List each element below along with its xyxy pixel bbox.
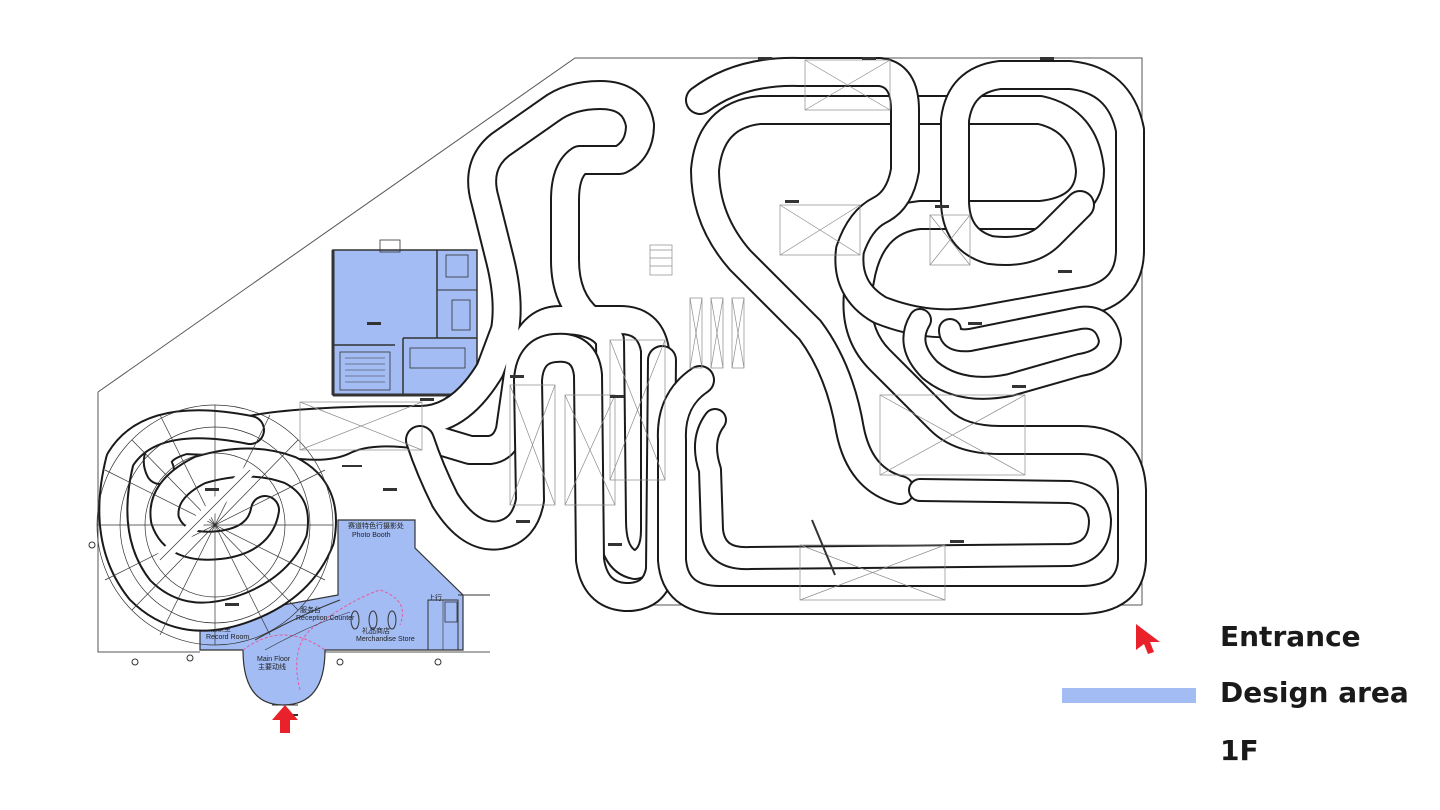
legend-entrance-label: Entrance xyxy=(1220,620,1361,653)
legend-design-area-label: Design area xyxy=(1220,676,1409,709)
main-floor-en: Main Floor xyxy=(257,656,291,663)
blue-bar-swatch xyxy=(1062,688,1196,703)
photo-booth-cn: 赛道特色行摄影处 xyxy=(348,521,404,530)
merch-cn: 礼品商店 xyxy=(362,626,390,635)
room-labels: 赛道特色行摄影处 Photo Booth 服务台 Reception Count… xyxy=(206,521,442,671)
truss-bridges xyxy=(299,59,1026,601)
spiral-ramp xyxy=(96,404,334,646)
design-area-offices xyxy=(331,239,478,397)
reception-en: Reception Counter xyxy=(296,615,355,622)
main-floor-cn: 主要动线 xyxy=(258,662,286,671)
reception-cn: 服务台 xyxy=(300,605,321,614)
kart-track xyxy=(98,56,1147,632)
photo-booth-en: Photo Booth xyxy=(352,532,391,539)
legend-entrance: Entrance xyxy=(1060,612,1420,662)
entrance-arrow-icon xyxy=(272,704,298,733)
legend-design-area: Design area xyxy=(1060,668,1420,718)
record-en: Record Room xyxy=(206,634,249,641)
floor-label: 1F xyxy=(1220,734,1259,767)
stairs-cn: 上行 xyxy=(428,593,442,602)
merch-en: Merchandise Store xyxy=(356,636,415,643)
red-arrow-icon xyxy=(1136,624,1160,654)
